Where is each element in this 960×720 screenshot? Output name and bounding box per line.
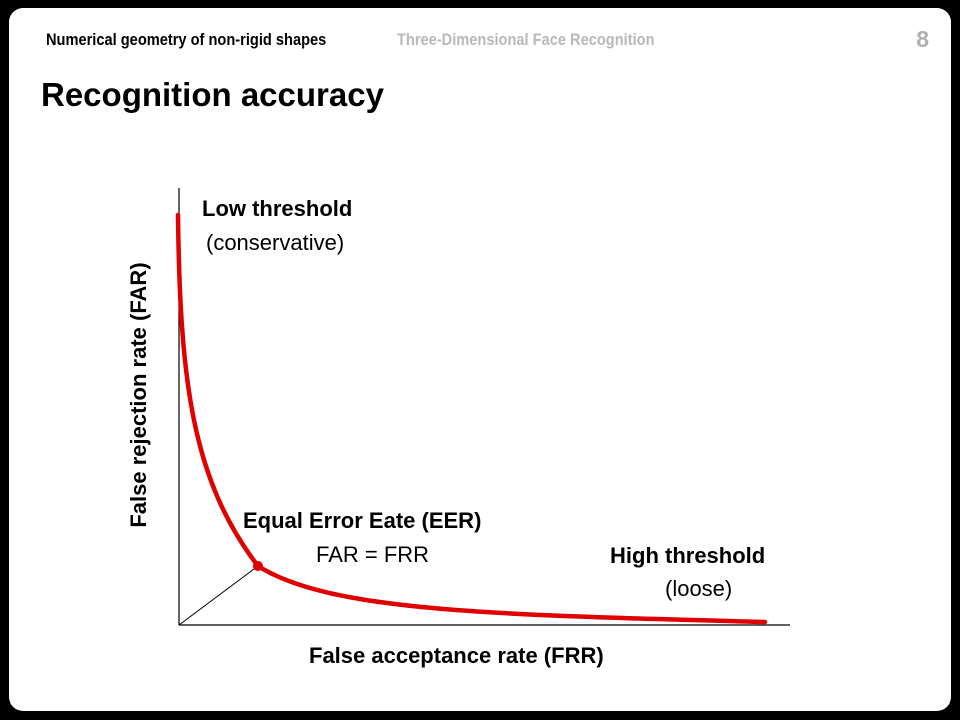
low-threshold-subtitle: (conservative) [206,230,345,255]
lecture-title: Three-Dimensional Face Recognition [397,30,655,49]
eer-subtitle: FAR = FRR [316,542,430,567]
high-threshold-title: High threshold [610,543,766,568]
eer-title: Equal Error Eate (EER) [243,508,482,533]
eer-diagonal [178,565,259,626]
y-axis-label: False rejection rate (FAR) [126,262,151,528]
page-number: 8 [916,26,929,52]
high-threshold-subtitle: (loose) [665,576,733,601]
x-axis-label: False acceptance rate (FRR) [309,643,604,668]
page-title: Recognition accuracy [41,76,384,113]
eer-point [253,561,263,571]
error-tradeoff-curve [175,212,768,625]
course-title: Numerical geometry of non-rigid shapes [46,30,327,49]
slide: Numerical geometry of non-rigid shapes T… [9,8,951,711]
low-threshold-title: Low threshold [202,196,353,221]
